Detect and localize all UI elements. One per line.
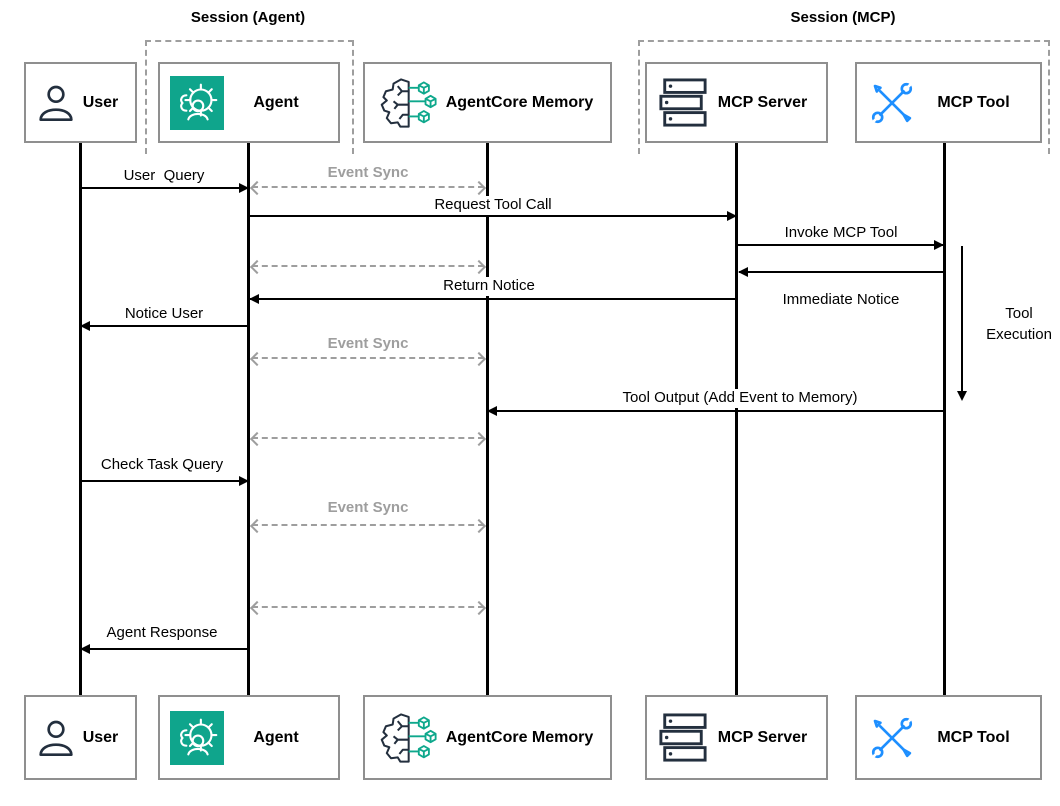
message-arrow-check-task-query xyxy=(80,476,249,486)
brain-cubes-icon xyxy=(375,75,439,131)
arrowhead-down-icon xyxy=(957,391,967,401)
message-label-check-task-query: Check Task Query xyxy=(95,456,229,475)
actor-label: User xyxy=(82,728,119,746)
message-label-event-sync-5: Event Sync xyxy=(322,499,414,518)
message-label-immediate-notice: Immediate Notice xyxy=(777,291,905,310)
message-label-user-query: User Query xyxy=(118,167,210,186)
arrowhead-right-icon xyxy=(239,476,249,486)
arrowhead-right-icon xyxy=(934,240,944,250)
actor-box-mcp-tool-top: MCP Tool xyxy=(855,62,1042,143)
message-arrow-event-sync-5 xyxy=(249,518,487,534)
arrowhead-left-icon xyxy=(738,267,748,277)
lifeline-mcp-server xyxy=(735,143,738,697)
arrowhead-left-icon xyxy=(487,406,497,416)
arrowhead-left-icon xyxy=(80,321,90,331)
message-label-event-sync-3: Event Sync xyxy=(322,335,414,354)
message-arrow-user-query xyxy=(80,183,249,193)
message-arrow-agent-response xyxy=(80,644,248,654)
actor-box-memory-top: AgentCore Memory xyxy=(363,62,612,143)
arrowhead-right-icon xyxy=(471,259,487,275)
arrowhead-right-icon xyxy=(471,180,487,196)
server-stack-icon xyxy=(657,712,709,763)
arrowhead-left-icon xyxy=(249,351,265,367)
lifeline-mcp-tool xyxy=(943,143,946,697)
message-arrow-event-sync-3 xyxy=(249,351,487,367)
message-label-tool-output: Tool Output (Add Event to Memory) xyxy=(617,389,863,408)
crossed-tools-icon xyxy=(867,713,917,763)
message-arrow-immediate-notice xyxy=(738,267,945,277)
server-stack-icon xyxy=(657,77,709,128)
message-label-agent-response: Agent Response xyxy=(101,624,223,643)
lifeline-user xyxy=(79,143,82,697)
message-arrow-invoke-mcp-tool xyxy=(737,240,944,250)
arrowhead-right-icon xyxy=(471,431,487,447)
actor-label: Agent xyxy=(253,93,299,111)
arrowhead-left-icon xyxy=(249,518,265,534)
message-arrow-tool-output xyxy=(487,406,945,416)
lifeline-memory xyxy=(486,143,489,697)
arrowhead-right-icon xyxy=(471,518,487,534)
crossed-tools-icon xyxy=(867,78,917,128)
agent-brain-gear-icon xyxy=(170,710,224,765)
actor-box-mcp-server-bottom: MCP Server xyxy=(645,695,828,780)
message-arrow-event-sync-6 xyxy=(249,600,487,616)
arrowhead-left-icon xyxy=(249,180,265,196)
actor-label: AgentCore Memory xyxy=(445,93,594,111)
brain-cubes-icon xyxy=(375,710,439,766)
session-mcp-box xyxy=(638,40,1050,154)
lifeline-agent xyxy=(247,143,250,697)
arrowhead-left-icon xyxy=(249,294,259,304)
actor-box-user-top: User xyxy=(24,62,137,143)
tool-execution-arrow xyxy=(957,246,967,401)
actor-box-mcp-server-top: MCP Server xyxy=(645,62,828,143)
actor-box-memory-bottom: AgentCore Memory xyxy=(363,695,612,780)
actor-label: MCP Server xyxy=(717,93,808,111)
message-arrow-event-sync-1 xyxy=(249,180,487,196)
agent-brain-gear-icon xyxy=(170,75,224,130)
actor-box-mcp-tool-bottom: MCP Tool xyxy=(855,695,1042,780)
message-arrow-return-notice xyxy=(249,294,737,304)
actor-label: MCP Tool xyxy=(937,728,1010,746)
arrowhead-left-icon xyxy=(249,431,265,447)
actor-box-agent-top: Agent xyxy=(158,62,340,143)
tool-execution-label: Tool Execution xyxy=(981,303,1057,345)
actor-label: Agent xyxy=(253,728,299,746)
actor-label: MCP Server xyxy=(717,728,808,746)
message-label-event-sync-1: Event Sync xyxy=(322,164,414,183)
message-label-request-tool-call: Request Tool Call xyxy=(429,196,557,215)
actor-label: MCP Tool xyxy=(937,93,1010,111)
arrowhead-right-icon xyxy=(727,211,737,221)
message-arrow-event-sync-2 xyxy=(249,259,487,275)
actor-label: AgentCore Memory xyxy=(445,728,594,746)
arrowhead-left-icon xyxy=(249,600,265,616)
session-agent-box xyxy=(145,40,354,154)
session-mcp-title: Session (MCP) xyxy=(790,9,896,26)
person-icon xyxy=(36,715,76,761)
message-arrow-notice-user xyxy=(80,321,248,331)
session-agent-title: Session (Agent) xyxy=(190,9,306,26)
message-arrow-request-tool-call xyxy=(249,211,737,221)
arrowhead-left-icon xyxy=(249,259,265,275)
arrowhead-right-icon xyxy=(239,183,249,193)
arrowhead-right-icon xyxy=(471,351,487,367)
actor-box-agent-bottom: Agent xyxy=(158,695,340,780)
arrowhead-left-icon xyxy=(80,644,90,654)
actor-box-user-bottom: User xyxy=(24,695,137,780)
message-label-notice-user: Notice User xyxy=(119,305,209,324)
message-label-invoke-mcp-tool: Invoke MCP Tool xyxy=(779,224,903,243)
arrowhead-right-icon xyxy=(471,600,487,616)
person-icon xyxy=(36,80,76,126)
message-label-return-notice: Return Notice xyxy=(438,277,540,296)
message-arrow-event-sync-4 xyxy=(249,431,487,447)
actor-label: User xyxy=(82,93,119,111)
